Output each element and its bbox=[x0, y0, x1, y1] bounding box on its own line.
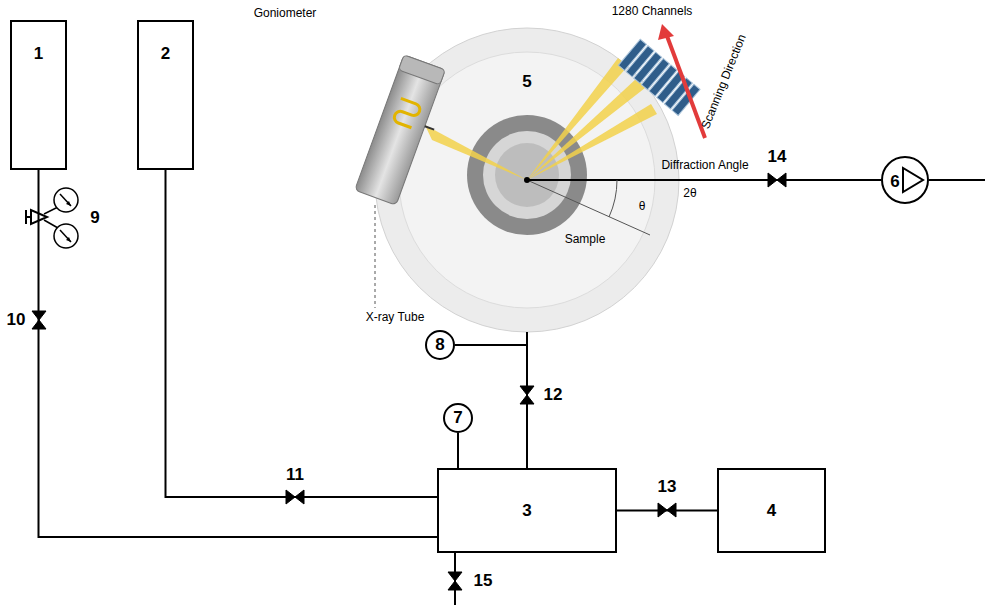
callout-number: 6 bbox=[890, 172, 899, 192]
pipe-line bbox=[39, 170, 438, 537]
callout-number: 5 bbox=[522, 72, 531, 92]
figure-label: Sample bbox=[565, 233, 606, 247]
callout-number: 15 bbox=[474, 571, 493, 591]
pipe-line bbox=[457, 433, 459, 468]
pressure-gauge: 7 bbox=[443, 403, 473, 433]
figure-label: θ bbox=[639, 200, 646, 214]
callout-number: 10 bbox=[7, 310, 26, 330]
pipe-line bbox=[617, 510, 717, 512]
figure-label: 2θ bbox=[683, 187, 696, 201]
pump-outlet bbox=[929, 179, 985, 181]
callout-number: 8 bbox=[435, 335, 444, 355]
mixing-chamber: 3 bbox=[437, 468, 617, 553]
pressure-gauge: 8 bbox=[425, 330, 455, 360]
figure-label: 1280 Channels bbox=[612, 5, 693, 19]
gas-cylinder: 1 bbox=[10, 20, 67, 170]
pipe-line bbox=[526, 332, 528, 468]
valve-symbol bbox=[448, 572, 462, 590]
pump-symbol bbox=[883, 158, 927, 202]
callout-number: 13 bbox=[658, 477, 677, 497]
node-heading: Goniometer bbox=[254, 7, 317, 21]
gas-cylinder: 2 bbox=[137, 20, 194, 170]
storage-vessel: 4 bbox=[717, 468, 826, 553]
callout-number: 7 bbox=[453, 408, 462, 428]
figure-label: X-ray Tube bbox=[366, 311, 425, 325]
callout-number: 4 bbox=[767, 501, 776, 521]
callout-number: 11 bbox=[286, 465, 304, 485]
figure-label: Scanning Direction bbox=[699, 33, 750, 132]
callout-number: 2 bbox=[161, 44, 170, 64]
callout-number: 3 bbox=[522, 501, 531, 521]
pipe-line bbox=[679, 179, 881, 181]
callout-number: 9 bbox=[90, 208, 99, 228]
pipe-line bbox=[166, 170, 438, 497]
callout-number: 12 bbox=[544, 385, 563, 405]
goniometer-chamber: Goniometer5 bbox=[375, 28, 679, 332]
figure-label: Diffraction Angle bbox=[661, 159, 748, 173]
goniometer-figure bbox=[355, 24, 705, 332]
callout-number: 14 bbox=[768, 147, 787, 167]
callout-number: 1 bbox=[34, 44, 43, 64]
pressure-regulator bbox=[26, 188, 78, 248]
pipe-line bbox=[455, 332, 527, 345]
vacuum-pump: 6 bbox=[881, 156, 929, 204]
